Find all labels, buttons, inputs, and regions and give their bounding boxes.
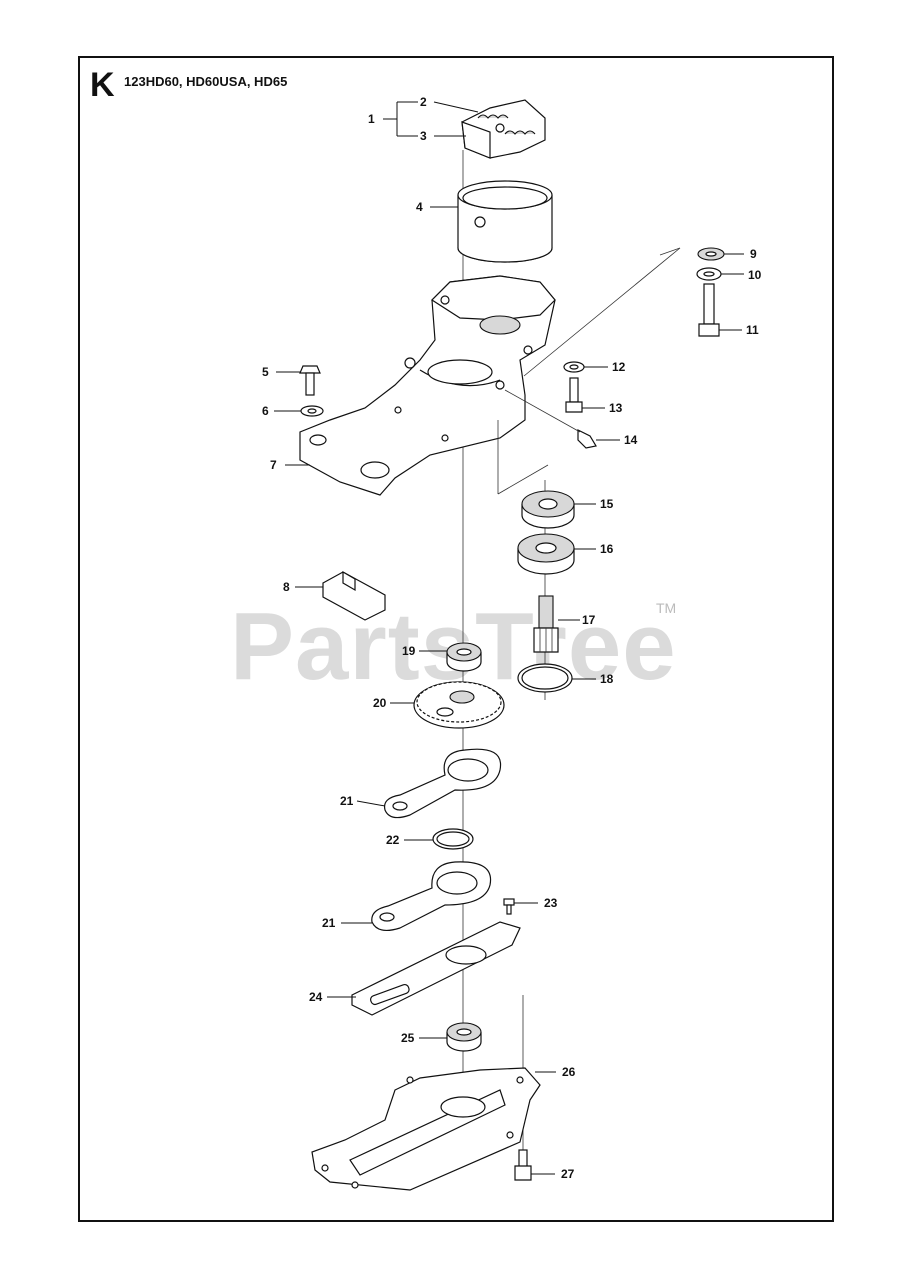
part-circlip-22 — [432, 828, 474, 850]
part-grease-nipple-14 — [577, 429, 597, 449]
callout-18: 18 — [600, 672, 614, 686]
model-list: 123HD60, HD60USA, HD65 — [124, 74, 288, 89]
callout-22: 22 — [386, 833, 400, 847]
bracket-11a — [523, 247, 681, 377]
callout-14: 14 — [624, 433, 638, 447]
watermark-trademark: TM — [656, 600, 677, 616]
callout-13: 13 — [609, 401, 623, 415]
callout-4: 4 — [416, 200, 423, 214]
part-clutch-shoes — [461, 99, 546, 159]
callout-17: 17 — [582, 613, 596, 627]
callout-3: 3 — [420, 129, 427, 143]
callout-21a: 21 — [340, 794, 354, 808]
part-gear-housing — [299, 275, 556, 496]
part-bearing-25 — [446, 1022, 482, 1052]
callout-25: 25 — [401, 1031, 415, 1045]
callout-10: 10 — [748, 268, 762, 282]
diagram-frame — [78, 56, 834, 1222]
bracket-11b — [659, 247, 681, 256]
part-gear-20 — [413, 681, 505, 729]
part-connecting-rod-21a — [383, 748, 502, 819]
part-clutch-drum — [457, 180, 553, 263]
callout-2: 2 — [420, 95, 427, 109]
callout-9: 9 — [750, 247, 757, 261]
part-pinion-17 — [533, 595, 559, 653]
callout-21b: 21 — [322, 916, 336, 930]
part-circlip-18 — [517, 663, 573, 693]
leader-21a — [356, 800, 386, 807]
callout-12: 12 — [612, 360, 626, 374]
part-bolt-13 — [565, 377, 583, 413]
part-washer-9 — [697, 247, 725, 261]
section-letter: K — [90, 66, 115, 104]
part-plate-24 — [351, 921, 521, 1016]
axis-14 — [504, 389, 581, 433]
part-bearing-19 — [446, 642, 482, 672]
callout-15: 15 — [600, 497, 614, 511]
part-bearing-15 — [521, 490, 575, 529]
leader-2b — [433, 101, 479, 113]
part-screw-5 — [299, 365, 321, 396]
callout-24: 24 — [309, 990, 323, 1004]
callout-20: 20 — [373, 696, 387, 710]
callout-26: 26 — [562, 1065, 576, 1079]
callout-6: 6 — [262, 404, 269, 418]
part-washer-12 — [563, 361, 585, 373]
part-bearing-16 — [517, 533, 575, 575]
part-screw-27 — [514, 1149, 532, 1181]
callout-27: 27 — [561, 1167, 575, 1181]
bracket-15b — [497, 464, 549, 495]
callout-11: 11 — [746, 323, 759, 337]
part-washer-6 — [300, 405, 324, 417]
callout-1: 1 — [368, 112, 375, 126]
part-block-8 — [322, 570, 386, 621]
callout-7: 7 — [270, 458, 277, 472]
part-screw-23 — [503, 898, 515, 915]
part-connecting-rod-21b — [371, 861, 492, 932]
callout-16: 16 — [600, 542, 614, 556]
part-cover-26 — [311, 1067, 541, 1191]
callout-5: 5 — [262, 365, 269, 379]
callout-19: 19 — [402, 644, 416, 658]
part-washer-10 — [696, 267, 722, 281]
callout-23: 23 — [544, 896, 558, 910]
callout-8: 8 — [283, 580, 290, 594]
part-bolt-11 — [698, 283, 720, 337]
